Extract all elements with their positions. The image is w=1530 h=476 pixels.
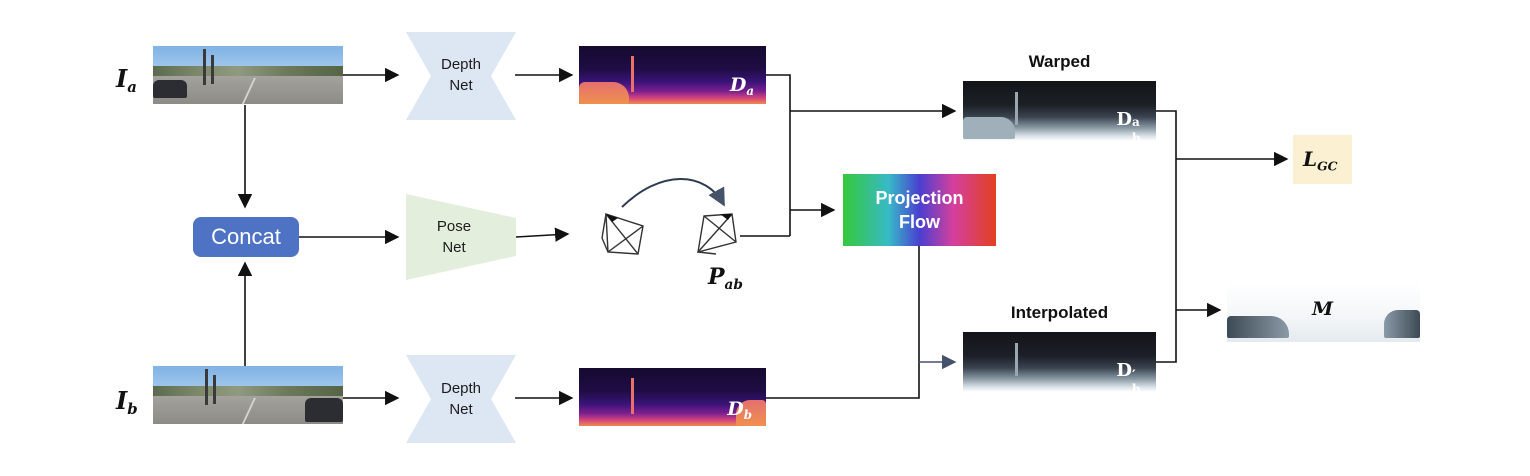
mask-m: M <box>1227 282 1420 342</box>
projection-flow-line2: Flow <box>899 212 940 232</box>
label-dbp-sub: b <box>1132 382 1141 392</box>
loss-gc-box: LGC <box>1293 135 1352 184</box>
label-da-sub: a <box>746 84 754 99</box>
label-lgc-sub: GC <box>1317 158 1338 174</box>
label-db-main: D <box>727 398 744 420</box>
label-dbp-prime: ′ <box>1132 368 1136 384</box>
label-ia-sub: a <box>127 78 137 97</box>
camera-frustum-a <box>601 213 644 255</box>
pose-transform-arc <box>621 178 725 208</box>
caption-interpolated: Interpolated <box>1010 303 1109 322</box>
depth-net-top-shape <box>406 32 516 120</box>
depth-map-b: Db <box>579 368 766 426</box>
line-da-out <box>766 74 791 236</box>
depth-net-top-line2: Net <box>449 77 473 94</box>
label-ib-main: I <box>116 386 128 415</box>
interpolated-depth-map: D′b <box>963 332 1156 392</box>
label-ib: Ib <box>116 386 138 418</box>
label-da-main: D <box>729 74 747 96</box>
label-dba-sup: a <box>1132 115 1140 129</box>
label-pab-main: P <box>708 264 725 290</box>
label-ib-sub: b <box>127 400 138 419</box>
caption-warped: Warped <box>1028 52 1091 71</box>
label-ia: Ia <box>116 64 137 96</box>
pose-net-shape <box>406 194 516 280</box>
input-image-a <box>153 46 343 104</box>
label-pab-sub: ab <box>724 276 743 293</box>
label-lgc-main: L <box>1303 147 1318 171</box>
depth-map-a: Da <box>579 46 766 104</box>
line-db-to-interp <box>766 246 920 399</box>
label-dbp: D′b <box>1116 360 1142 392</box>
pose-net-line1: Pose <box>436 218 472 235</box>
label-db-sub: b <box>743 408 752 423</box>
pose-net-line2: Net <box>442 239 466 256</box>
depth-net-bottom-line2: Net <box>449 401 473 418</box>
depth-net-bottom-shape <box>406 355 516 443</box>
concat-node: Concat <box>193 217 299 257</box>
label-m: M <box>1312 298 1334 320</box>
label-dbp-main: D <box>1116 360 1132 381</box>
label-ia-main: I <box>116 64 128 93</box>
label-pab: Pab <box>708 264 743 293</box>
label-da: Da <box>730 74 754 98</box>
projection-flow-line1: Projection <box>875 188 964 208</box>
depth-net-bottom-line1: Depth <box>440 380 482 397</box>
depth-net-top-line1: Depth <box>440 56 482 73</box>
label-db: Db <box>727 398 752 422</box>
input-image-b <box>153 366 343 424</box>
arrow-posenet-to-cameras <box>515 227 570 242</box>
label-dba-sub: b <box>1132 131 1141 141</box>
camera-frustum-b <box>697 213 737 255</box>
line-warped-out <box>1156 110 1177 363</box>
concat-label: Concat <box>211 224 281 249</box>
label-dba-main: D <box>1116 109 1132 130</box>
